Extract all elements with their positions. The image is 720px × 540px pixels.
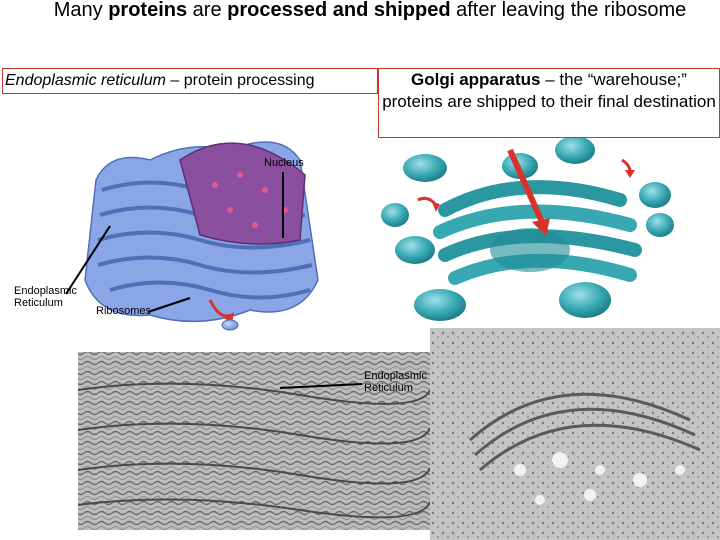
micrograph-er-pointer bbox=[279, 383, 363, 389]
slide-title: Many proteins are processed and shipped … bbox=[40, 0, 700, 22]
ribosomes-pointer bbox=[147, 297, 191, 313]
er-pointer bbox=[65, 225, 111, 295]
title-part1: Many bbox=[53, 0, 109, 21]
er-description-box: Endoplasmic reticulum – protein processi… bbox=[2, 68, 378, 94]
er-term: Endoplasmic reticulum bbox=[5, 72, 166, 89]
golgi-description-box: Golgi apparatus – the “warehouse;” prote… bbox=[378, 68, 720, 138]
golgi-term: Golgi apparatus bbox=[411, 70, 541, 89]
label-ribosomes: Ribosomes bbox=[96, 305, 152, 317]
label-er-micrograph: Endoplasmic Reticulum bbox=[364, 370, 427, 394]
title-part3: after leaving the ribosome bbox=[450, 0, 687, 21]
label-er-left: Endoplasmic Reticulum bbox=[14, 285, 77, 309]
golgi-illustration bbox=[381, 136, 674, 321]
title-bold-processed: processed and shipped bbox=[227, 0, 451, 21]
er-desc: – protein processing bbox=[165, 72, 315, 89]
golgi-micrograph bbox=[430, 328, 720, 540]
golgi-desc: – the “warehouse;” proteins are shipped … bbox=[382, 70, 716, 111]
title-part2: are bbox=[187, 0, 228, 21]
er-illustration bbox=[84, 141, 319, 331]
label-nucleus: Nucleus bbox=[264, 157, 304, 169]
title-bold-proteins: proteins bbox=[108, 0, 188, 21]
